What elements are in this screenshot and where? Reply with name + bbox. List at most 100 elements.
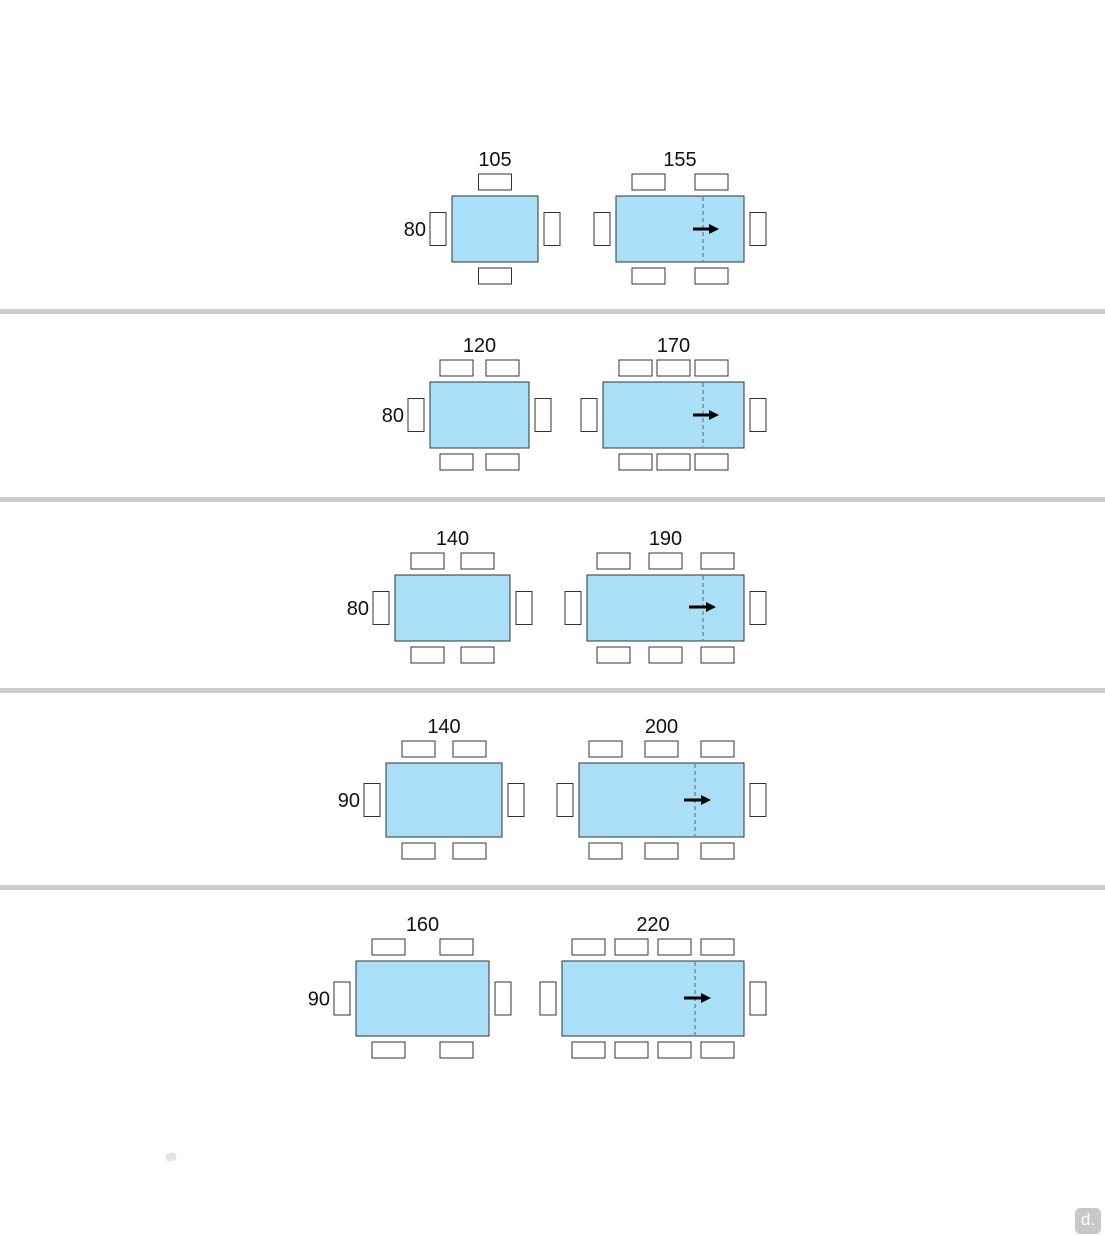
chair-top — [631, 173, 666, 191]
extended-table-top — [615, 195, 745, 263]
chair-right — [507, 783, 525, 817]
chair-right — [494, 981, 512, 1016]
extended-table-top — [578, 762, 745, 838]
arrowhead-icon — [709, 224, 719, 234]
length-label: 105 — [478, 149, 511, 171]
chair-bottom — [460, 646, 495, 664]
length-label: 120 — [463, 335, 496, 357]
extended-table-top — [561, 960, 745, 1037]
extended-length-label: 190 — [649, 528, 682, 550]
chair-top — [571, 938, 606, 956]
chair-top — [371, 938, 406, 956]
chair-bottom — [571, 1041, 606, 1059]
chair-bottom — [588, 842, 623, 860]
extended-length-label: 155 — [663, 149, 696, 171]
chair-top — [460, 552, 495, 570]
chair-left — [372, 591, 390, 625]
extended-length-label: 170 — [657, 335, 690, 357]
chair-top — [694, 173, 729, 191]
chair-right — [749, 212, 767, 246]
row-divider — [0, 688, 1105, 693]
chair-top — [452, 740, 487, 758]
chair-left — [564, 591, 582, 625]
chair-top — [700, 740, 735, 758]
length-label: 140 — [427, 716, 460, 738]
extended-length-label: 200 — [645, 716, 678, 738]
chair-left — [580, 398, 598, 432]
chair-top — [700, 938, 735, 956]
chair-bottom — [631, 267, 666, 285]
arrowhead-icon — [709, 410, 719, 420]
chair-top — [410, 552, 445, 570]
table-row-4: 90 140 200 — [338, 716, 767, 860]
chair-top — [657, 938, 692, 956]
length-label: 160 — [406, 914, 439, 936]
table-top — [451, 195, 539, 263]
chair-left — [429, 212, 447, 246]
chair-right — [749, 398, 767, 432]
table-top — [355, 960, 490, 1037]
table-top — [385, 762, 503, 838]
chair-bottom — [700, 842, 735, 860]
chair-left — [556, 783, 574, 817]
chair-bottom — [371, 1041, 406, 1059]
chair-bottom — [657, 1041, 692, 1059]
chair-top — [648, 552, 683, 570]
chair-right — [534, 398, 552, 432]
chair-right — [543, 212, 561, 246]
extended-table-top — [586, 574, 745, 642]
chair-top — [596, 552, 631, 570]
row-divider — [0, 885, 1105, 890]
chair-bottom — [485, 453, 520, 471]
depth-label: 90 — [338, 790, 360, 812]
chair-bottom — [656, 453, 691, 471]
chair-bottom — [694, 267, 729, 285]
brand-logo-icon: d. — [1075, 1208, 1101, 1234]
chair-bottom — [618, 453, 653, 471]
table-row-2: 80 120 170 — [382, 335, 767, 471]
chair-bottom — [452, 842, 487, 860]
chair-top — [700, 552, 735, 570]
extended-table-top — [602, 381, 745, 449]
arrowhead-icon — [706, 602, 716, 612]
chair-left — [363, 783, 381, 817]
row-divider — [0, 309, 1105, 314]
chair-top — [439, 938, 474, 956]
chair-bottom — [401, 842, 436, 860]
chair-left — [593, 212, 611, 246]
depth-label: 80 — [347, 598, 369, 620]
table-top — [429, 381, 530, 449]
chair-left — [333, 981, 351, 1016]
chair-bottom — [648, 646, 683, 664]
chair-top — [401, 740, 436, 758]
chair-bottom — [596, 646, 631, 664]
chair-bottom — [700, 646, 735, 664]
arrowhead-icon — [701, 993, 711, 1003]
arrowhead-icon — [701, 795, 711, 805]
chair-left — [539, 981, 557, 1016]
table-row-3: 80 140 190 — [347, 528, 767, 664]
chair-right — [749, 981, 767, 1016]
chair-top — [618, 359, 653, 377]
chair-bottom — [614, 1041, 649, 1059]
chair-bottom — [694, 453, 729, 471]
chair-top — [478, 173, 512, 191]
depth-label: 80 — [382, 405, 404, 427]
chair-top — [588, 740, 623, 758]
chair-bottom — [644, 842, 679, 860]
length-label: 140 — [436, 528, 469, 550]
row-divider — [0, 497, 1105, 502]
chair-top — [485, 359, 520, 377]
chair-bottom — [478, 267, 512, 285]
chair-top — [644, 740, 679, 758]
chair-right — [749, 591, 767, 625]
chair-bottom — [700, 1041, 735, 1059]
chair-bottom — [410, 646, 445, 664]
chair-top — [614, 938, 649, 956]
depth-label: 90 — [308, 989, 330, 1011]
chair-bottom — [439, 453, 474, 471]
chair-top — [656, 359, 691, 377]
